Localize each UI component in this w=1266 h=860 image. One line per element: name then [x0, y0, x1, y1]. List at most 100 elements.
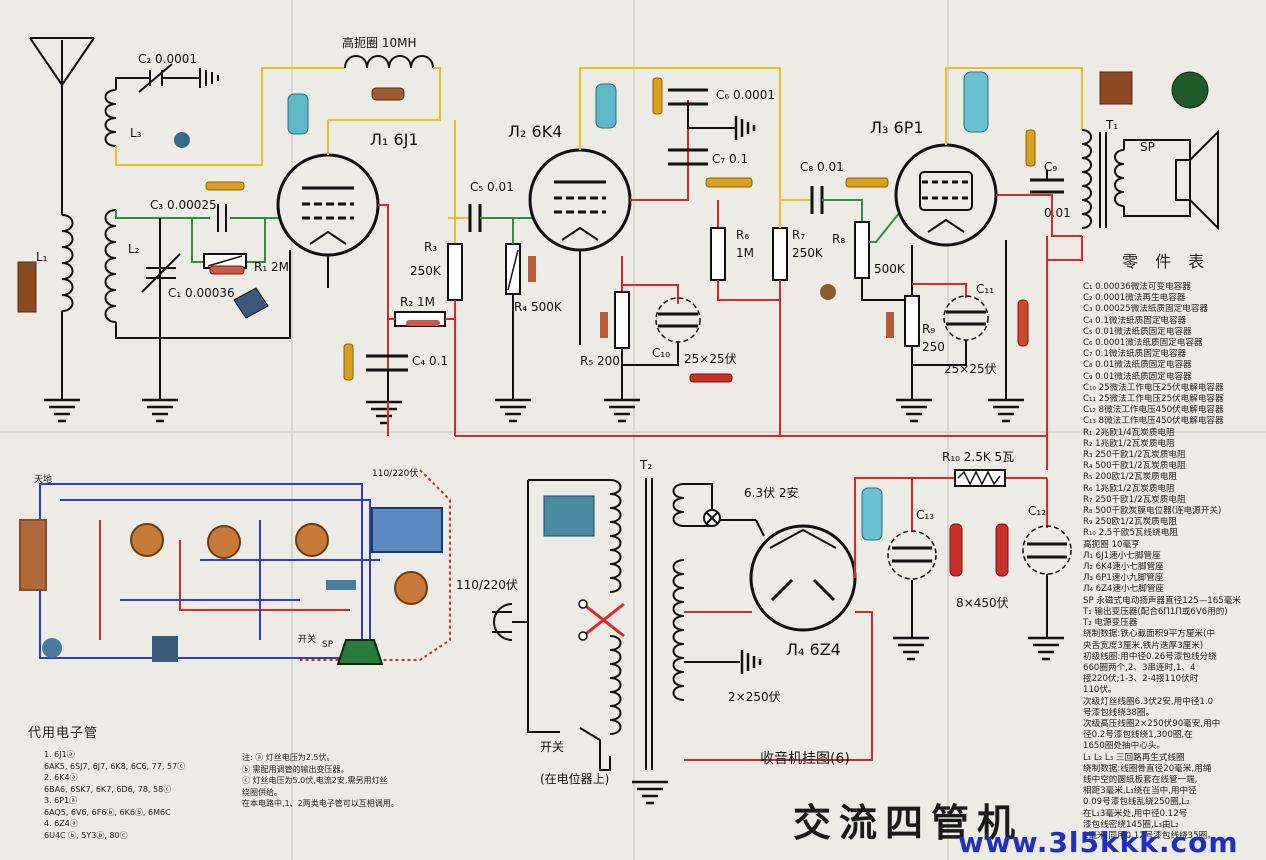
- speaker-icon: [1175, 129, 1219, 231]
- label-r3: R₃: [424, 240, 438, 254]
- wiring-layout: [19, 469, 451, 665]
- component-pictures: [174, 71, 1209, 577]
- label-v2: Л₂ 6K4: [508, 122, 563, 141]
- parts-list-item: R₅ 200欧1/2瓦炭质电阻: [1083, 472, 1177, 483]
- ground-chassis-icon: [734, 116, 756, 140]
- label-ground: 天地: [34, 475, 53, 485]
- parts-list-item: C₁₀ 25微法工作电压25伏电解电容器: [1083, 382, 1224, 393]
- substitute-tube-row: 6AQ5, 6V6, 6F6ⓑ, 6K6ⓑ, 6M6C: [44, 807, 171, 817]
- parts-list-item: 初级线圈:用中径0.26号漆包线分绕: [1083, 651, 1217, 662]
- parts-list-item: C₁₁ 25微法工作电压25伏电解电容器: [1083, 394, 1224, 405]
- parts-list-item: 660圈两个,2、3串连时,1、4: [1083, 662, 1196, 673]
- notes: 注: ⓐ 灯丝电压为2.5伏。 ⓑ 需配用调管的输出变压器。 ⓒ 灯丝电压为5.…: [242, 752, 399, 810]
- ferrite-core-icon: [17, 261, 37, 313]
- label-mains: 110/220伏: [456, 578, 518, 592]
- parts-list-item: Л₄ 6Z4速小七脚管座: [1083, 584, 1165, 595]
- parts-list-item: 接220伏;1-3、2-4接110伏时: [1083, 674, 1199, 685]
- parts-list-item: R₆ 1兆欧1/2瓦炭质电阻: [1083, 483, 1175, 494]
- label-r9: R₉: [922, 322, 936, 336]
- poster-subtitle: 收音机挂图(6): [760, 751, 850, 767]
- label-c6: C₆ 0.0001: [716, 88, 775, 102]
- mains-plug-icon: [492, 603, 528, 641]
- label-c1: C₁ 0.00036: [168, 286, 235, 300]
- label-l3: L₃: [130, 126, 142, 140]
- label-c4: C₄ 0.1: [412, 354, 449, 368]
- cross-link-b: [582, 602, 625, 638]
- substitute-tube-row: 1. 6J1ⓐ: [44, 750, 75, 759]
- parts-list-item: Л₁ 6J1速小七脚管座: [1083, 550, 1161, 561]
- tube-v4: [749, 524, 857, 632]
- label-r9-value: 250: [922, 340, 945, 354]
- substitute-tube-row: 6BA6, 6SK7, 6K7, 6D6, 78, 58ⓒ: [44, 784, 172, 794]
- label-sp: SP: [1140, 140, 1155, 154]
- label-c10: C₁₀: [652, 346, 670, 360]
- label-r7: R₇: [792, 228, 806, 242]
- tube-v2: [528, 148, 632, 252]
- parts-list-item: C₁₂ 8微法工作电压450伏电解电容器: [1083, 405, 1224, 416]
- label-t1: T₁: [1106, 118, 1119, 132]
- label-r7-value: 250K: [792, 246, 823, 260]
- parts-list-item: C₂ 0.0001微法再生电容器: [1083, 293, 1186, 304]
- label-r10: R₁₀ 2.5K 5瓦: [942, 450, 1015, 464]
- parts-list-item: 径0.2号漆包线绕1,300圈,在: [1083, 730, 1193, 741]
- parts-list-item: 绕制数据:线圈骨直径20毫米,用绳: [1083, 763, 1212, 774]
- capacitor-c10: [655, 297, 701, 343]
- label-c11-value: 25×25伏: [944, 362, 997, 376]
- parts-list-item: C₉ 0.01微法纸质固定电容器: [1083, 371, 1192, 382]
- parts-list-item: Л₃ 6P1速小九脚管座: [1083, 573, 1164, 584]
- parts-list-item: R₃ 250千欧1/2瓦炭质电阻: [1083, 450, 1186, 461]
- label-v1: Л₁ 6J1: [370, 130, 419, 149]
- label-c10-value: 25×25伏: [684, 352, 737, 366]
- parts-list-item: 央舌宽度3厘米,铁片迭厚3厘米): [1083, 640, 1204, 651]
- substitute-tube-row: 2. 6K4ⓐ: [44, 773, 78, 782]
- label-filter-voltage: 8×450伏: [956, 596, 1009, 610]
- note-line: 在本电路中,1、2两类电子管可以互相调用。: [242, 799, 399, 808]
- ground-chassis-icon: [740, 650, 762, 674]
- parts-list-item: C₅ 0.01微法纸质固定电容器: [1083, 326, 1192, 337]
- substitute-tubes: 代用电子管 1. 6J1ⓐ 6AK5, 6SJ7, 6J7, 6K8, 6C6,…: [28, 722, 185, 841]
- capacitor-c11: [943, 295, 989, 341]
- plate-wire-a: [328, 67, 441, 121]
- tube-v3: [894, 143, 998, 247]
- label-l1: L₁: [36, 250, 48, 264]
- label-c8: C₈ 0.01: [800, 160, 844, 174]
- parts-list-item: 1650圈处抽中心头。: [1083, 741, 1166, 752]
- coil-l1: [61, 214, 74, 400]
- parts-list-item: C₆ 0.0001微法纸质固定电容器: [1083, 338, 1203, 349]
- capacitor-c12: [1022, 525, 1072, 575]
- pilot-lamp-icon: [703, 509, 721, 527]
- parts-list-item: 在L₁3毫米处,用中径0.12号: [1083, 808, 1188, 819]
- parts-list-item: 高扼圈 10毫亨: [1083, 539, 1140, 550]
- plate-wire-b: [378, 204, 389, 436]
- parts-list-item: C₁₃ 8微法工作电压450伏电解电容器: [1083, 416, 1224, 427]
- parts-list-item: Л₂ 6K4速小七脚管座: [1083, 562, 1164, 573]
- resistor-r9: [904, 295, 920, 347]
- label-r4: R₄ 500K: [514, 300, 562, 314]
- label-r6: R₆: [736, 228, 750, 242]
- ground-symbols: [44, 398, 1064, 805]
- resistor-r5: [614, 291, 630, 349]
- label-c11: C₁₁: [976, 282, 994, 296]
- parts-list-item: R₁ 2兆欧1/4瓦炭质电阻: [1083, 427, 1175, 438]
- resistor-r10: [954, 469, 1006, 487]
- label-heater: 6.3伏 2安: [744, 486, 799, 500]
- label-c5: C₅ 0.01: [470, 180, 514, 194]
- note-line: ⓑ 需配用调管的输出变压器。: [242, 764, 349, 774]
- parts-list-item: C₃ 0.00025微法纸质固定电容器: [1083, 304, 1209, 315]
- parts-list-item: R₄ 500千欧1/2瓦炭质电阻: [1083, 461, 1186, 472]
- parts-list-item: 相距3毫米,L₁绕在当中,用中径: [1083, 786, 1197, 797]
- label-r2: R₂ 1M: [400, 295, 435, 309]
- potentiometer-r8: [854, 221, 870, 279]
- substitute-tubes-title: 代用电子管: [28, 726, 99, 741]
- parts-list-item: L₁ L₂ L₃ 三回路再生式线圈: [1083, 752, 1185, 763]
- parts-list-item: R₈ 500千欧炭膜电位器(连电源开关): [1083, 506, 1222, 517]
- label-c3: C₃ 0.00025: [150, 198, 217, 212]
- resistor-r7: [772, 227, 788, 281]
- parts-list-item: T₁ 输出变压器(配合6П1П或6V6用的): [1083, 606, 1228, 617]
- note-line: 绕圈供给。: [242, 787, 282, 797]
- resistor-r6: [710, 227, 726, 281]
- coil-l3: [104, 89, 117, 147]
- parts-list-item: 线中空的圆纸板套在线管一端,: [1083, 774, 1198, 785]
